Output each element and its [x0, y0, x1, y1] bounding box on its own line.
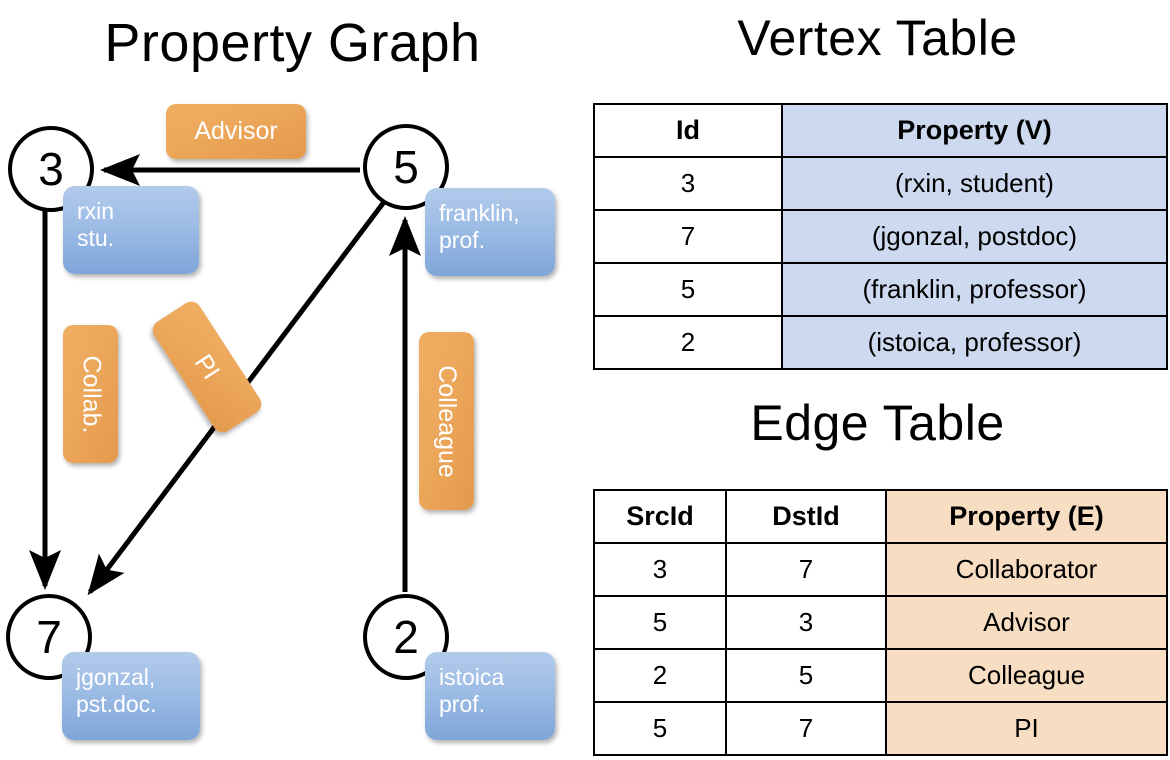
- vertex-property-istoica-line2: prof.: [439, 691, 486, 717]
- vertex-cell-id: 2: [593, 315, 783, 370]
- edge-label-collab-text: Collab.: [77, 355, 106, 433]
- edge-label-box-advisor[interactable]: Advisor: [166, 104, 306, 159]
- vertex-property-box-istoica[interactable]: istoica prof.: [425, 652, 555, 740]
- graph-node-5[interactable]: 5: [363, 124, 449, 210]
- table-row[interactable]: 5 7 PI: [593, 701, 1168, 756]
- edge-cell-property: PI: [885, 701, 1168, 756]
- edge-table-header-row: SrcId DstId Property (E): [593, 489, 1168, 544]
- page-title-edge-table: Edge Table: [750, 395, 1005, 451]
- vertex-property-franklin-line1: franklin,: [439, 200, 520, 226]
- edge-label-advisor-text: Advisor: [194, 117, 278, 145]
- vertex-cell-id: 3: [593, 156, 783, 211]
- edge-table: SrcId DstId Property (E) 3 7 Collaborato…: [593, 489, 1168, 756]
- vertex-property-box-franklin[interactable]: franklin, prof.: [425, 188, 555, 276]
- vertex-property-rxin-line1: rxin: [77, 198, 115, 224]
- vertex-cell-property: (jgonzal, postdoc): [781, 209, 1168, 264]
- edge-cell-srcid: 5: [593, 595, 727, 650]
- vertex-property-jgonzal-line1: jgonzal,: [76, 664, 156, 690]
- vertex-table: Id Property (V) 3 (rxin, student) 7 (jgo…: [593, 103, 1168, 370]
- table-row[interactable]: 5 (franklin, professor): [593, 262, 1168, 317]
- edge-table-header-srcid: SrcId: [593, 489, 727, 544]
- table-row[interactable]: 3 (rxin, student): [593, 156, 1168, 211]
- graph-node-2[interactable]: 2: [363, 594, 449, 680]
- vertex-cell-id: 5: [593, 262, 783, 317]
- vertex-property-box-jgonzal[interactable]: jgonzal, pst.doc.: [62, 652, 200, 740]
- edge-cell-dstid: 7: [725, 542, 887, 597]
- table-row[interactable]: 5 3 Advisor: [593, 595, 1168, 650]
- edge-label-colleague-text: Colleague: [433, 364, 461, 478]
- edge-cell-dstid: 7: [725, 701, 887, 756]
- page-title-property-graph: Property Graph: [104, 13, 481, 73]
- vertex-table-header-row: Id Property (V): [593, 103, 1168, 158]
- vertex-property-jgonzal-line2: pst.doc.: [76, 691, 157, 717]
- property-graph-diagram: 3 5 7 2 rxin stu. franklin, prof. jgonza…: [6, 104, 555, 740]
- edge-table-header-property: Property (E): [885, 489, 1168, 544]
- vertex-table-header-property: Property (V): [781, 103, 1168, 158]
- edge-label-box-colleague[interactable]: Colleague: [419, 332, 474, 510]
- table-row[interactable]: 7 (jgonzal, postdoc): [593, 209, 1168, 264]
- edge-cell-dstid: 5: [725, 648, 887, 703]
- vertex-cell-property: (istoica, professor): [781, 315, 1168, 370]
- edge-cell-srcid: 2: [593, 648, 727, 703]
- edge-cell-property: Advisor: [885, 595, 1168, 650]
- edge-cell-srcid: 5: [593, 701, 727, 756]
- vertex-cell-id: 7: [593, 209, 783, 264]
- graph-node-7-label: 7: [36, 611, 62, 663]
- edge-table-header-dstid: DstId: [725, 489, 887, 544]
- table-row[interactable]: 3 7 Collaborator: [593, 542, 1168, 597]
- edge-cell-dstid: 3: [725, 595, 887, 650]
- vertex-property-box-rxin[interactable]: rxin stu.: [63, 186, 199, 274]
- graph-node-2-label: 2: [393, 611, 419, 663]
- vertex-property-franklin-line2: prof.: [439, 227, 486, 253]
- page-title-vertex-table: Vertex Table: [737, 10, 1018, 66]
- vertex-cell-property: (franklin, professor): [781, 262, 1168, 317]
- vertex-cell-property: (rxin, student): [781, 156, 1168, 211]
- edge-cell-srcid: 3: [593, 542, 727, 597]
- edge-label-pi-text: PI: [189, 349, 226, 385]
- edge-label-box-collab[interactable]: Collab.: [63, 325, 118, 463]
- graph-node-5-label: 5: [393, 141, 419, 193]
- vertex-table-header-id: Id: [593, 103, 783, 158]
- edge-cell-property: Collaborator: [885, 542, 1168, 597]
- vertex-property-istoica-line1: istoica: [439, 664, 505, 690]
- graph-node-3-label: 3: [38, 143, 64, 195]
- edge-cell-property: Colleague: [885, 648, 1168, 703]
- vertex-property-rxin-line2: stu.: [77, 225, 115, 251]
- table-row[interactable]: 2 (istoica, professor): [593, 315, 1168, 370]
- table-row[interactable]: 2 5 Colleague: [593, 648, 1168, 703]
